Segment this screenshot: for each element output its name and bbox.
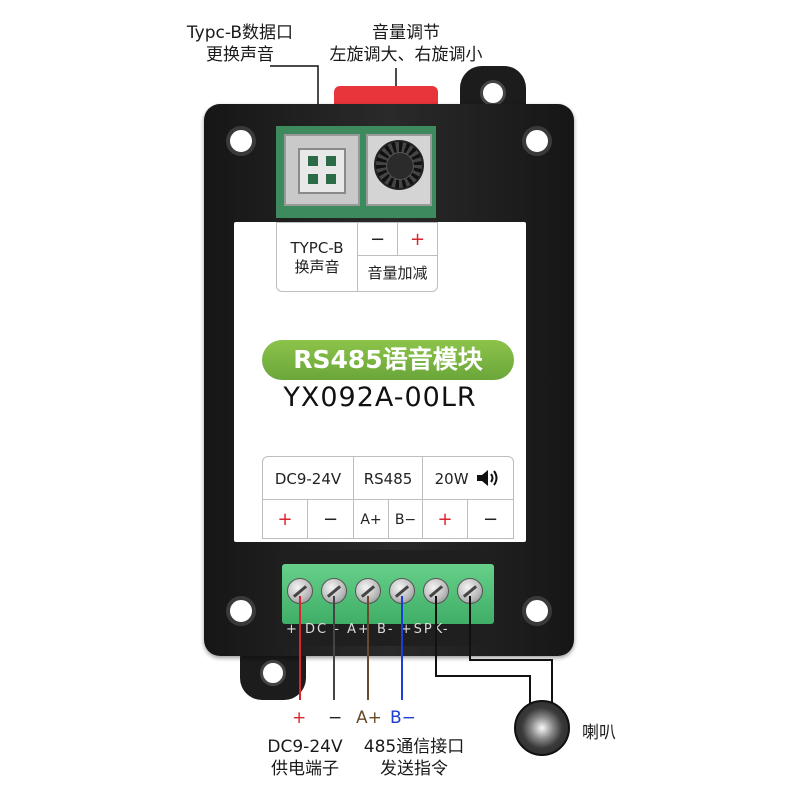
usb-cell-line1: TYPC-B [290, 239, 344, 257]
screw-hole-top-right [522, 126, 552, 156]
model-number: YX092A-00LR [283, 382, 477, 413]
volume-callout-line2: 左旋调大、右旋调小 [329, 45, 483, 65]
product-title: RS485语音模块 [262, 340, 514, 380]
speaker-header-label: 20W [434, 470, 469, 488]
wire-spk-plus [435, 596, 531, 704]
usb-pin [326, 156, 336, 166]
screw-hole-top-left [226, 126, 256, 156]
a-plus-text: A+ [360, 512, 382, 528]
wire-spk-minus [469, 596, 553, 704]
usb-cell-line2: 换声音 [294, 258, 340, 276]
power-plus-cell: + [262, 499, 308, 539]
usb-b-socket [298, 148, 346, 194]
speaker-plus-cell: + [422, 499, 468, 539]
volume-adjust-cell: 音量加减 [357, 255, 438, 292]
volume-callout-line1: 音量调节 [372, 23, 440, 43]
usb-pin [308, 156, 318, 166]
speaker-minus-cell: − [467, 499, 514, 539]
usb-b-port[interactable] [284, 134, 360, 206]
terminal-silkscreen: + DC - A+ B- +SPK- [286, 622, 450, 637]
rs485-caption-line2: 发送指令 [380, 759, 448, 779]
speaker-graphic [514, 700, 570, 756]
usb-callout-line2: 更换声音 [206, 45, 274, 65]
bottom-b-minus-label: B− [390, 708, 416, 728]
power-caption-line1: DC9-24V [267, 737, 343, 757]
bottom-plus-label: + [292, 708, 307, 728]
rs485-caption-line1: 485通信接口 [363, 737, 465, 757]
rs485-caption: 485通信接口 发送指令 [356, 736, 472, 780]
screw-hole-bottom-right [522, 596, 552, 626]
usb-label-cell: TYPC-B 换声音 [276, 222, 358, 292]
usb-callout-line1: Typc-B数据口 [186, 23, 294, 43]
speaker-header-cell: 20W [422, 456, 514, 500]
volume-callout: 音量调节 左旋调大、右旋调小 [306, 22, 506, 66]
bottom-minus-label: − [328, 708, 343, 728]
terminal-screw-dc-plus[interactable] [287, 578, 313, 604]
screw-hole-bottom-left [226, 596, 256, 626]
speaker-icon [477, 470, 498, 486]
speaker-label: 喇叭 [582, 723, 616, 743]
bottom-ear-hole [260, 660, 286, 686]
volume-knob-cap [386, 152, 414, 180]
usb-callout: Typc-B数据口 更换声音 [160, 22, 320, 66]
rs485-header-cell: RS485 [353, 456, 423, 500]
bottom-a-plus-label: A+ [356, 708, 382, 728]
usb-pin [326, 174, 336, 184]
power-caption-line2: 供电端子 [271, 759, 339, 779]
usb-pin [308, 174, 318, 184]
power-caption: DC9-24V 供电端子 [250, 736, 360, 780]
